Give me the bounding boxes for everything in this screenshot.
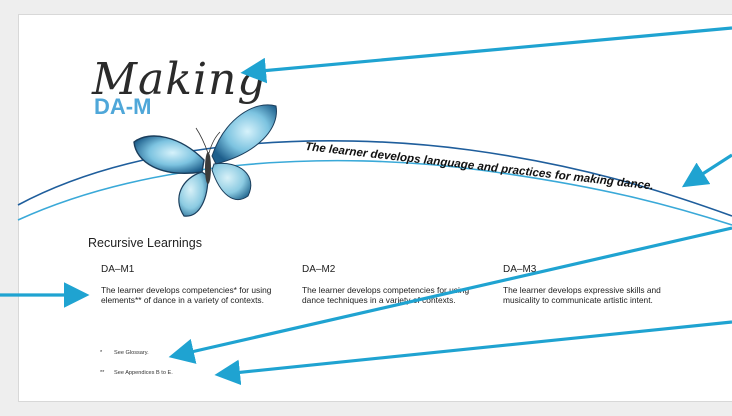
footnote-text: See Appendices B to E. — [114, 370, 173, 376]
section-heading: Recursive Learnings — [88, 236, 202, 250]
outcome-id: DA–M3 — [503, 264, 537, 275]
outcome-column: DA–M1 The learner develops competencies*… — [101, 264, 289, 306]
footnote-mark: * — [100, 350, 103, 356]
outcome-id: DA–M2 — [302, 264, 336, 275]
butterfly-illustration — [133, 104, 277, 217]
footnote: ** See Appendices B to E. — [100, 370, 173, 376]
strand-code: DA-M — [94, 94, 152, 119]
outcome-description: The learner develops competencies* for u… — [101, 285, 272, 306]
outcome-column: DA–M3 The learner develops expressive sk… — [503, 264, 691, 306]
footnote-text: See Glossary. — [114, 350, 149, 356]
making-title: Making — [92, 54, 267, 105]
footnote-mark: ** — [100, 370, 105, 376]
outcome-column: DA–M2 The learner develops competencies … — [302, 264, 490, 306]
outcome-description: The learner develops competencies for us… — [302, 285, 470, 306]
footnote: * See Glossary. — [100, 350, 149, 356]
outcome-id: DA–M1 — [101, 264, 135, 275]
outcome-description: The learner develops expressive skills a… — [503, 285, 661, 306]
